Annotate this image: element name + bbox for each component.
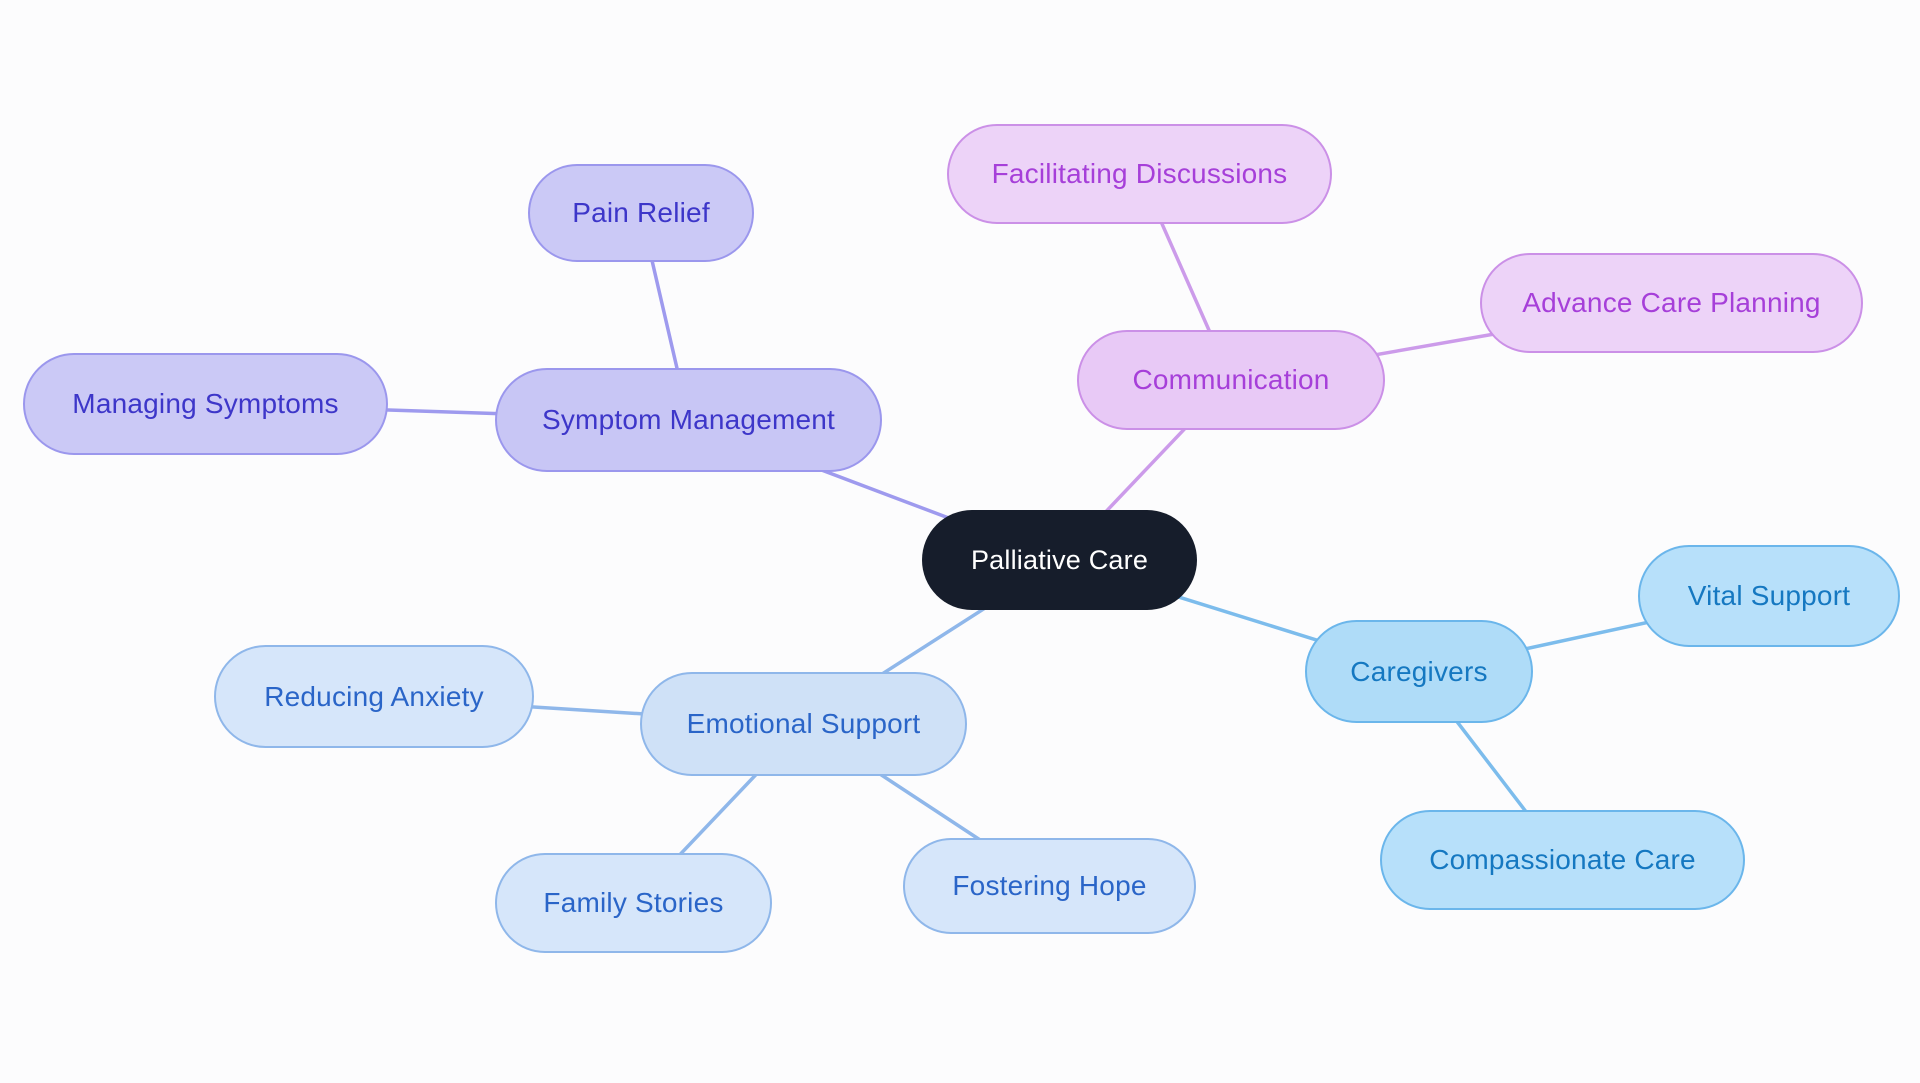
node-label: Compassionate Care	[1429, 844, 1696, 875]
node-caregivers[interactable]: Caregivers	[1305, 620, 1533, 723]
node-pain-relief[interactable]: Pain Relief	[528, 164, 754, 262]
node-communication[interactable]: Communication	[1077, 330, 1385, 430]
node-reducing-anxiety[interactable]: Reducing Anxiety	[214, 645, 534, 748]
node-label: Vital Support	[1687, 580, 1851, 611]
node-label: Emotional Support	[686, 708, 921, 739]
node-label: Communication	[1132, 364, 1330, 395]
node-managing-symptoms[interactable]: Managing Symptoms	[23, 353, 388, 455]
node-fostering-hope[interactable]: Fostering Hope	[903, 838, 1196, 934]
node-label: Family Stories	[543, 887, 724, 918]
node-label: Reducing Anxiety	[264, 680, 484, 712]
node-vital-support[interactable]: Vital Support	[1638, 545, 1900, 647]
node-label: Palliative Care	[970, 544, 1149, 575]
node-label: Symptom Management	[541, 404, 836, 435]
node-symptom-management[interactable]: Symptom Management	[495, 368, 882, 472]
node-facilitating-discussions[interactable]: Facilitating Discussions	[947, 124, 1332, 224]
node-palliative-care[interactable]: Palliative Care	[922, 510, 1197, 610]
node-family-stories[interactable]: Family Stories	[495, 853, 772, 953]
node-label: Facilitating Discussions	[991, 158, 1288, 189]
node-label: Pain Relief	[572, 197, 710, 228]
node-label: Fostering Hope	[952, 870, 1147, 901]
node-advance-care-planning[interactable]: Advance Care Planning	[1480, 253, 1863, 353]
node-label: Caregivers	[1350, 655, 1488, 687]
node-compassionate-care[interactable]: Compassionate Care	[1380, 810, 1745, 910]
node-emotional-support[interactable]: Emotional Support	[640, 672, 967, 776]
node-label: Advance Care Planning	[1522, 287, 1821, 318]
node-label: Managing Symptoms	[72, 388, 339, 419]
